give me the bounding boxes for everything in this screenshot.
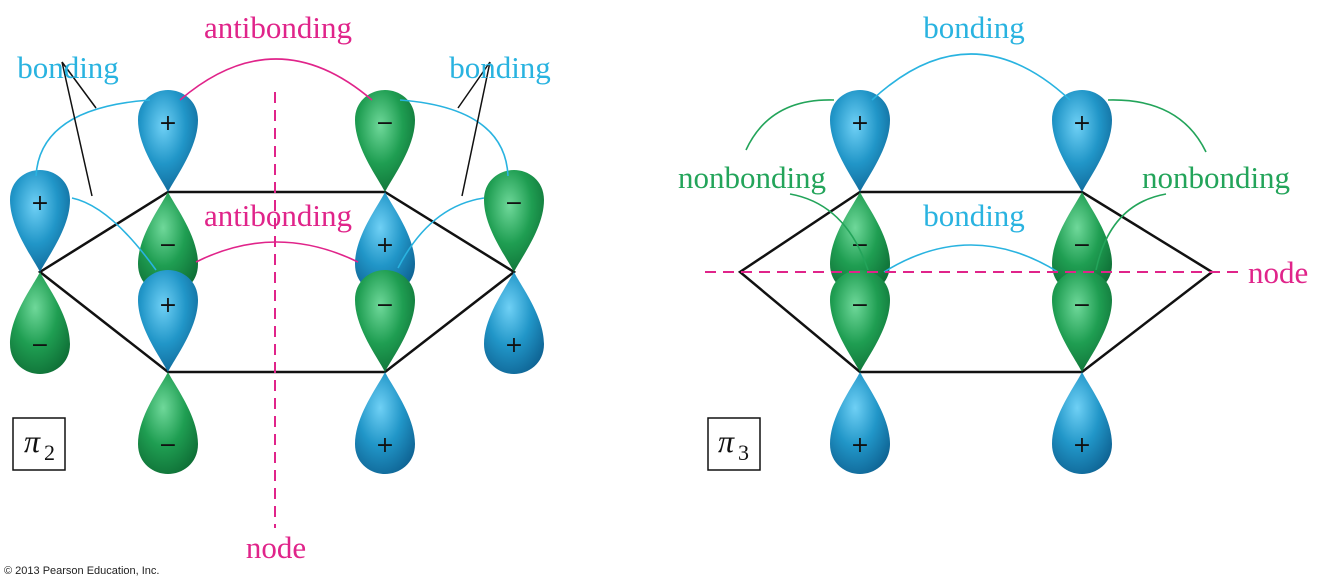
pi2-sign-lower-c5: + xyxy=(376,233,394,258)
pi2-lobe-lower-c3 xyxy=(355,372,415,474)
pi2-label-antibonding-middle: antibonding xyxy=(204,198,352,233)
pi3-label-nonbonding-left: nonbonding xyxy=(678,160,826,195)
pi3-subscript: 3 xyxy=(738,440,749,465)
pi2-label-node: node xyxy=(246,530,306,565)
pi2-bonding-right-pointer xyxy=(457,61,491,197)
pi2-sign-upper-c6: + xyxy=(159,111,177,136)
pi3-panel: − − + + + + − − bonding bonding nonbondi… xyxy=(678,10,1308,474)
pi2-label-antibonding-top: antibonding xyxy=(204,10,352,45)
pi2-upper-lobes: + + − − + − xyxy=(10,90,544,372)
pi2-bonding-left-lower-arc xyxy=(71,197,157,271)
pi3-sign-upper-c2: − xyxy=(851,293,869,318)
pi3-orbital-label-box: π 3 xyxy=(707,417,761,471)
pi3-label-bonding-middle: bonding xyxy=(923,198,1025,233)
pi3-label-nonbonding-right: nonbonding xyxy=(1142,160,1290,195)
pi3-lower-lobes: − − + + xyxy=(830,192,1112,474)
pi3-sign-upper-c5: + xyxy=(1073,111,1091,136)
pi2-bonding-right-upper-arc xyxy=(399,99,509,177)
pi2-lobe-upper-c6 xyxy=(138,90,198,192)
pi3-lobe-upper-c5 xyxy=(1052,90,1112,192)
pi3-symbol: π xyxy=(718,423,735,459)
pi3-sign-lower-c6: − xyxy=(851,233,869,258)
pi2-lower-lobes: − − + + − + xyxy=(10,192,544,474)
pi2-sign-lower-c2: − xyxy=(159,433,177,458)
pi3-bonding-middle-arc xyxy=(883,244,1059,273)
pi2-lobe-lower-c2 xyxy=(138,372,198,474)
pi2-sign-lower-c4: + xyxy=(505,333,523,358)
pi2-panel: − − + + − + + + − − + − antibonding xyxy=(10,10,551,565)
pi2-lobe-upper-c4 xyxy=(484,170,544,272)
pi3-bonding-top-arc xyxy=(871,53,1071,101)
pi3-nonbonding-left-lower-arc xyxy=(789,193,869,271)
pi2-lobe-upper-c5 xyxy=(355,90,415,192)
pi3-lobe-lower-c2 xyxy=(830,372,890,474)
pi2-label-bonding-right: bonding xyxy=(449,50,551,85)
pi3-lobe-upper-c6 xyxy=(830,90,890,192)
pi2-sign-upper-c2: + xyxy=(159,293,177,318)
pi2-bonding-left-upper-arc xyxy=(35,99,151,177)
pi2-sign-upper-c1: + xyxy=(31,191,49,216)
pi3-lobe-upper-c2 xyxy=(830,270,890,372)
pi3-lobe-lower-c3 xyxy=(1052,372,1112,474)
pi2-bonding-right-lower-arc xyxy=(397,197,485,269)
copyright-notice: © 2013 Pearson Education, Inc. xyxy=(4,565,160,577)
pi2-antibonding-top-arc xyxy=(179,58,373,101)
pi3-sign-lower-c2: + xyxy=(851,433,869,458)
pi3-sign-upper-c6: + xyxy=(851,111,869,136)
pi2-label-bonding-left: bonding xyxy=(17,50,119,85)
pi3-label-node: node xyxy=(1248,255,1308,290)
pi3-sign-lower-c5: − xyxy=(1073,233,1091,258)
pi3-upper-lobes: + + − − xyxy=(830,90,1112,372)
pi3-sign-upper-c3: − xyxy=(1073,293,1091,318)
pi2-sign-lower-c3: + xyxy=(376,433,394,458)
pi2-lobe-upper-c1 xyxy=(10,170,70,272)
pi2-bonding-left-pointer xyxy=(61,61,97,197)
pi3-sign-lower-c3: + xyxy=(1073,433,1091,458)
pi2-sign-upper-c4: − xyxy=(505,191,523,216)
pi3-nonbonding-right-upper-arc xyxy=(1107,99,1207,153)
pi3-label-bonding-top: bonding xyxy=(923,10,1025,45)
pi2-sign-upper-c5: − xyxy=(376,111,394,136)
pi2-sign-lower-c1: − xyxy=(31,333,49,358)
pi3-nonbonding-right-lower-arc xyxy=(1095,193,1167,271)
pi2-sign-lower-c6: − xyxy=(159,233,177,258)
pi2-subscript: 2 xyxy=(44,440,55,465)
pi2-antibonding-middle-arc xyxy=(195,241,359,263)
pi2-sign-upper-c3: − xyxy=(376,293,394,318)
pi2-orbital-label-box: π 2 xyxy=(12,417,66,471)
pi2-symbol: π xyxy=(24,423,41,459)
pi3-nonbonding-left-upper-arc xyxy=(745,99,835,151)
